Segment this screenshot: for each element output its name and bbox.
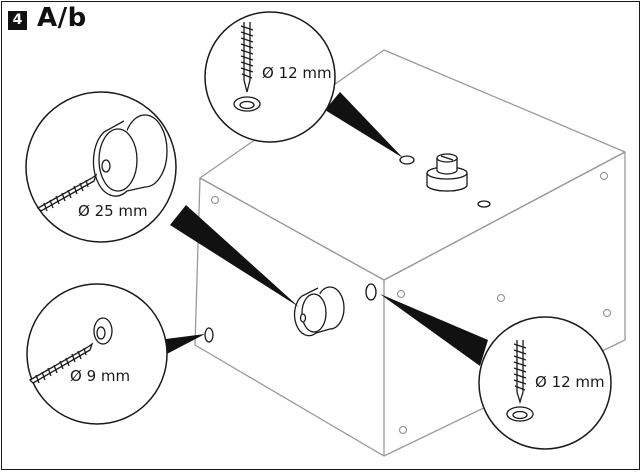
screw-icon (36, 173, 98, 212)
side-mount-hole (365, 283, 377, 301)
grommet-icon (293, 286, 345, 337)
hole-icon (93, 317, 113, 345)
diameter-label-right-lower: Ø 12 mm (535, 373, 605, 391)
screw-icon (513, 340, 527, 405)
screw-icon (240, 22, 254, 93)
hole-icon (233, 96, 261, 112)
callout-pointer-left-lower (158, 334, 205, 356)
hole-icon (506, 406, 534, 422)
callout-pointer-top (325, 92, 403, 158)
box-front-face (194, 177, 385, 457)
top-mount-hole (399, 155, 415, 165)
callout-circle-left-lower (26, 283, 168, 425)
diameter-label-top: Ø 12 mm (262, 64, 332, 82)
callout-pointer-right-lower (380, 294, 488, 366)
screw-cap-icon (426, 153, 468, 192)
top-small-hole (477, 200, 491, 208)
callout-pointers (158, 92, 488, 366)
box-screw-dots (210, 171, 612, 435)
cable-hole (204, 327, 214, 343)
screw-icon (28, 342, 94, 384)
step-title: A/b (37, 3, 87, 33)
diameter-label-left-upper: Ø 25 mm (78, 202, 148, 220)
diameter-label-left-lower: Ø 9 mm (70, 367, 130, 385)
step-number-badge: 4 (8, 11, 27, 30)
grommet-icon (92, 114, 168, 197)
callout-pointer-left-upper (170, 205, 299, 307)
